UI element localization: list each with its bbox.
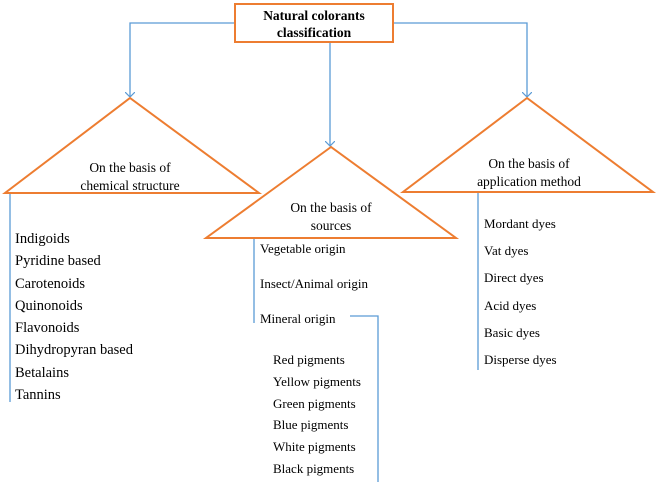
list-item: Acid dyes [484,297,537,313]
list-item: Green pigments [273,395,356,411]
sources-list: Vegetable origin Insect/Animal origin Mi… [260,238,368,343]
list-item: Disperse dyes [484,351,557,367]
list-item: Indigoids [15,231,70,247]
application-method-label: On the basis of application method [459,155,599,191]
application-method-label-line2: application method [477,174,581,189]
list-item: Vat dyes [484,243,529,259]
list-item: Mineral origin [260,311,336,326]
mineral-pigments-line [350,315,379,482]
chemical-structure-label-line1: On the basis of [89,160,171,175]
connector-to-chemical [130,22,234,97]
chemical-structure-list: Indigoids Pyridine based Carotenoids Qui… [15,228,133,406]
list-item: Tannins [15,387,61,404]
list-item: Direct dyes [484,270,544,286]
triangle-sources [202,145,460,239]
application-method-list: Mordant dyes Vat dyes Direct dyes Acid d… [484,213,557,376]
list-item: Betalains [15,364,69,381]
chemical-structure-label: On the basis of chemical structure [60,159,200,195]
list-item: Quinonoids [15,297,83,314]
diagram-title-line2: classification [276,25,352,40]
list-item: Insect/Animal origin [260,276,368,291]
list-item: Flavonoids [15,320,80,337]
sources-label: On the basis of sources [261,199,401,235]
connector-to-application [394,22,527,97]
list-item: White pigments [273,439,356,455]
list-item: Carotenoids [15,275,86,292]
mineral-pigments-list: Red pigments Yellow pigments Green pigme… [273,349,361,480]
diagram-title-box: Natural colorants classification [234,3,394,43]
list-item: Vegetable origin [260,241,346,256]
list-item: Pyridine based [15,253,101,270]
list-item: Blue pigments [273,417,349,433]
sources-label-line1: On the basis of [290,200,372,215]
sources-label-line2: sources [310,218,352,233]
application-method-label-line1: On the basis of [488,156,570,171]
list-item: Basic dyes [484,324,540,340]
list-item: Mordant dyes [484,216,556,231]
triangle-application-method [400,96,657,193]
list-item: Dihydropyran based [15,342,133,359]
list-item: Black pigments [273,460,355,476]
list-item: Red pigments [273,352,345,367]
list-item: Yellow pigments [273,373,361,389]
diagram-title-line1: Natural colorants [263,8,365,23]
triangle-chemical-structure [2,96,263,194]
chemical-structure-label-line2: chemical structure [80,178,180,193]
